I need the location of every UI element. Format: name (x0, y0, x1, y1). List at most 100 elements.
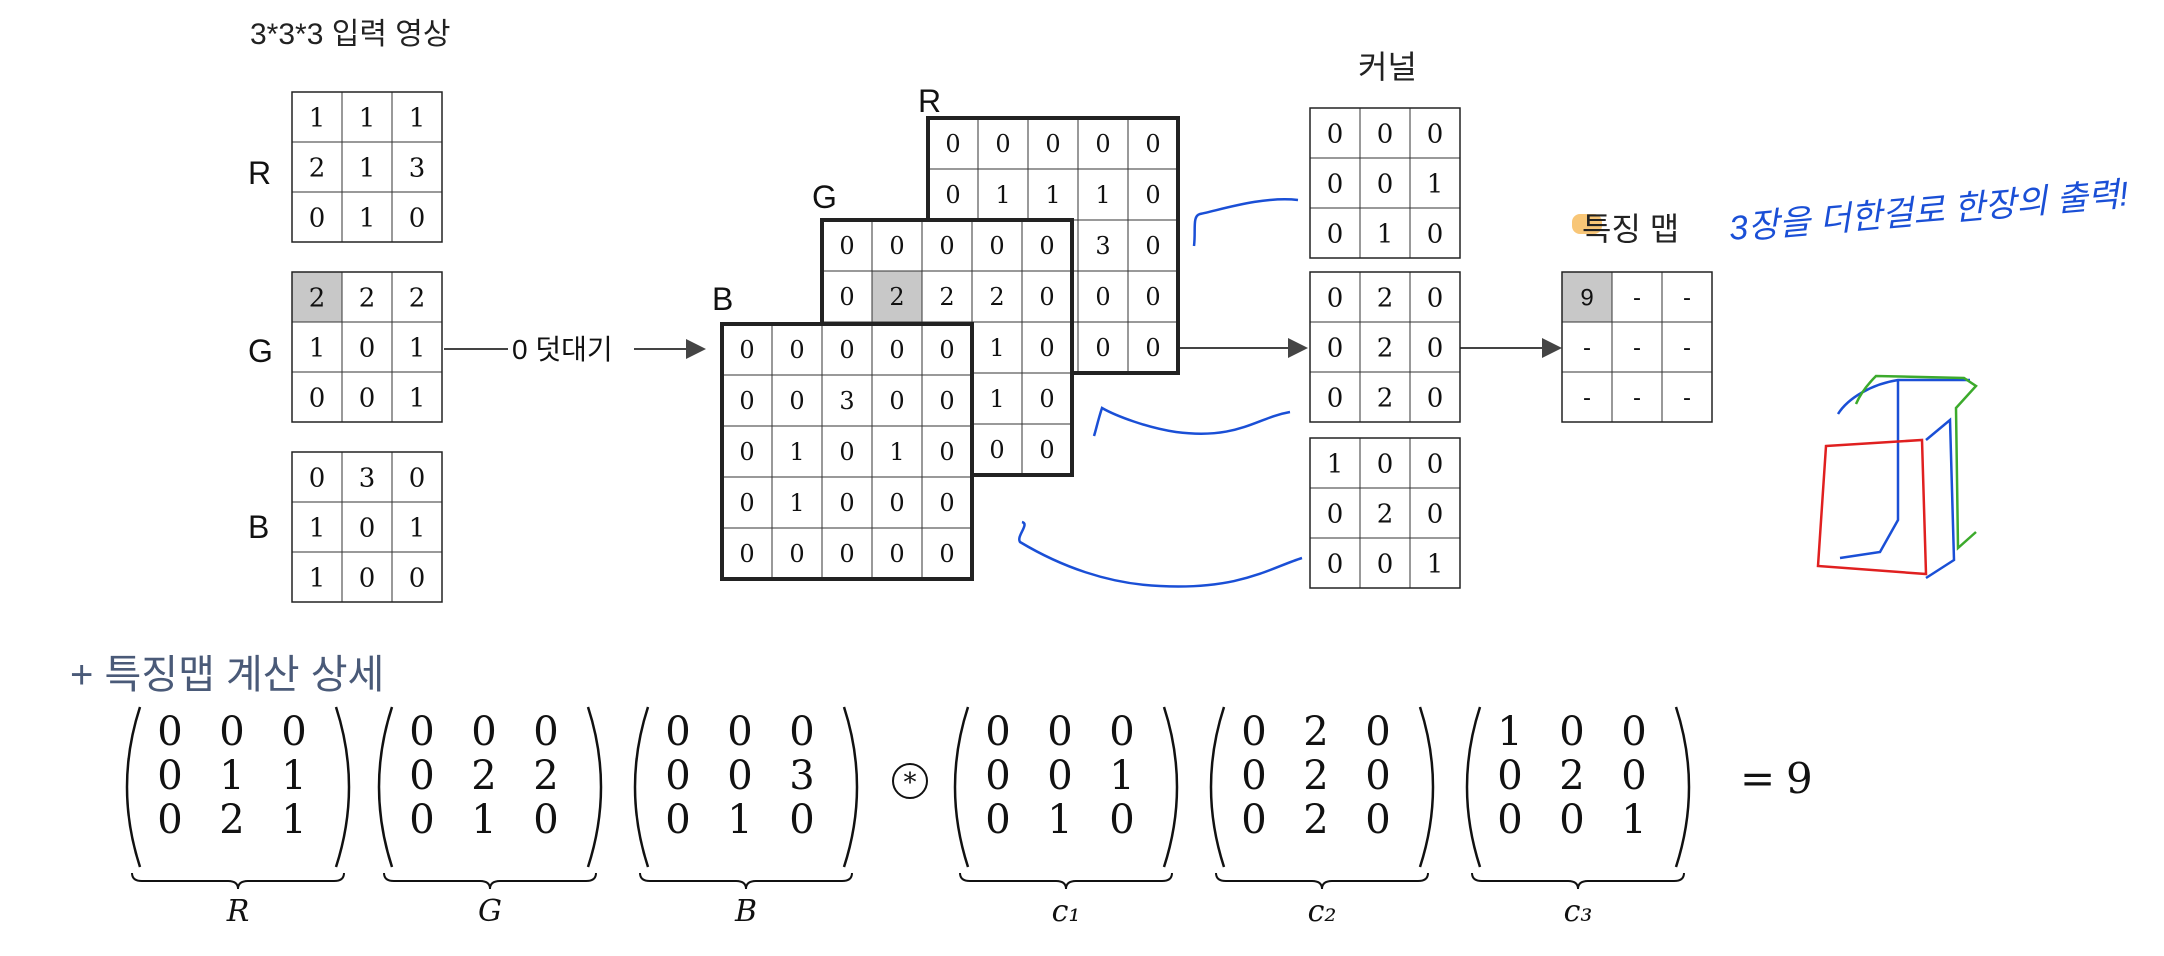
cell-value: 0 (1427, 283, 1444, 313)
cell-value: 2 (1377, 333, 1394, 363)
equation-result: 9 (1786, 754, 1813, 803)
equation-value: 0 (1621, 709, 1646, 755)
matrix-label: R (226, 894, 250, 929)
equation-value: 0 (1241, 797, 1266, 843)
cell-value: 1 (309, 563, 326, 593)
underbrace (383, 872, 597, 890)
cell-value: 0 (1095, 334, 1110, 362)
equation-value: 0 (409, 753, 434, 799)
equation-value: 0 (727, 753, 752, 799)
padding-label: 0 덧대기 (512, 334, 613, 365)
cell-value: 0 (789, 540, 804, 568)
cell-value: 0 (939, 438, 954, 466)
cell-value: 0 (409, 463, 426, 493)
convolution-operator-circle (892, 763, 928, 799)
cell-value: 0 (1427, 119, 1444, 149)
cell-value: 0 (989, 436, 1004, 464)
cell-value: 0 (1095, 283, 1110, 311)
cell-value: 1 (309, 103, 326, 133)
equation-value: 2 (533, 753, 558, 799)
equation-value: 0 (1497, 797, 1522, 843)
cell-value: 0 (1145, 130, 1160, 158)
cell-value: 0 (1377, 119, 1394, 149)
padded-b-matrix-border (720, 322, 974, 581)
right-paren (1674, 706, 1691, 868)
cell-value: 1 (889, 438, 904, 466)
equation-value: 0 (409, 797, 434, 843)
equation-value: 0 (789, 797, 814, 843)
cell-value: 0 (1327, 283, 1344, 313)
cube-sketch (1816, 374, 1978, 580)
cell-value: 2 (309, 153, 326, 183)
cell-value: 0 (939, 540, 954, 568)
cell-value: 2 (1377, 383, 1394, 413)
cell-value: 0 (889, 489, 904, 517)
highlight-cell (872, 271, 922, 322)
equation-value: 1 (1497, 709, 1522, 755)
right-paren (842, 706, 859, 868)
cell-value: 0 (939, 336, 954, 364)
equation-value: 0 (985, 709, 1010, 755)
left-paren (1465, 706, 1482, 868)
cell-value: 0 (409, 563, 426, 593)
kernel-1-matrix-border (1309, 107, 1461, 259)
padded-r-label: R (918, 83, 941, 119)
cell-value: 0 (359, 513, 376, 543)
equation-value: 1 (1109, 753, 1134, 799)
cell-value: 0 (309, 203, 326, 233)
input-b-matrix-bg (292, 452, 442, 602)
cell-value: 0 (839, 232, 854, 260)
highlight-cell (292, 272, 342, 322)
highlight-cell (1562, 272, 1612, 322)
kernel-1-matrix-bg (1310, 108, 1460, 258)
cell-value: 3 (359, 463, 376, 493)
cell-value: 1 (989, 334, 1004, 362)
cell-value: 0 (1145, 334, 1160, 362)
cell-value: 0 (1039, 385, 1054, 413)
cell-value: 1 (359, 203, 376, 233)
cell-value: 1 (989, 385, 1004, 413)
equation-value: 0 (1365, 797, 1390, 843)
cell-value: 1 (359, 153, 376, 183)
cell-value: 0 (1039, 334, 1054, 362)
equation-value: 2 (1303, 753, 1328, 799)
cell-value: 2 (359, 283, 376, 313)
cell-value: 1 (309, 513, 326, 543)
cell-value: 0 (1377, 549, 1394, 579)
cell-value: 0 (839, 540, 854, 568)
equation-value: 0 (409, 709, 434, 755)
equation-value: 0 (1109, 709, 1134, 755)
equation-value: 0 (1109, 797, 1134, 843)
cell-value: 3 (1095, 232, 1110, 260)
cell-value: 0 (945, 130, 960, 158)
equation-value: 0 (985, 753, 1010, 799)
cell-value: 0 (739, 438, 754, 466)
cell-value: 0 (1039, 283, 1054, 311)
input-r-matrix-border (291, 91, 443, 243)
cell-value: 0 (939, 489, 954, 517)
equation-value: 0 (1365, 709, 1390, 755)
matrix-label: c₃ (1564, 894, 1593, 929)
input-b-label: B (248, 509, 269, 545)
cell-value: 0 (1095, 130, 1110, 158)
kernel-3-matrix-border (1309, 437, 1461, 589)
cell-value: 0 (939, 232, 954, 260)
cube-green-face (1854, 374, 1978, 551)
cell-value: 0 (1327, 549, 1344, 579)
cell-value: 0 (1427, 333, 1444, 363)
cell-value: 2 (1377, 283, 1394, 313)
equation-value: 0 (533, 709, 558, 755)
cell-value: 0 (1039, 436, 1054, 464)
matrix-label: c₁ (1052, 894, 1081, 929)
equation-value: 1 (1047, 797, 1072, 843)
right-paren (1162, 706, 1179, 868)
equation-value: 0 (1621, 753, 1646, 799)
cell-value: 0 (839, 283, 854, 311)
cell-value: 2 (989, 283, 1004, 311)
input-r-matrix-bg (292, 92, 442, 242)
